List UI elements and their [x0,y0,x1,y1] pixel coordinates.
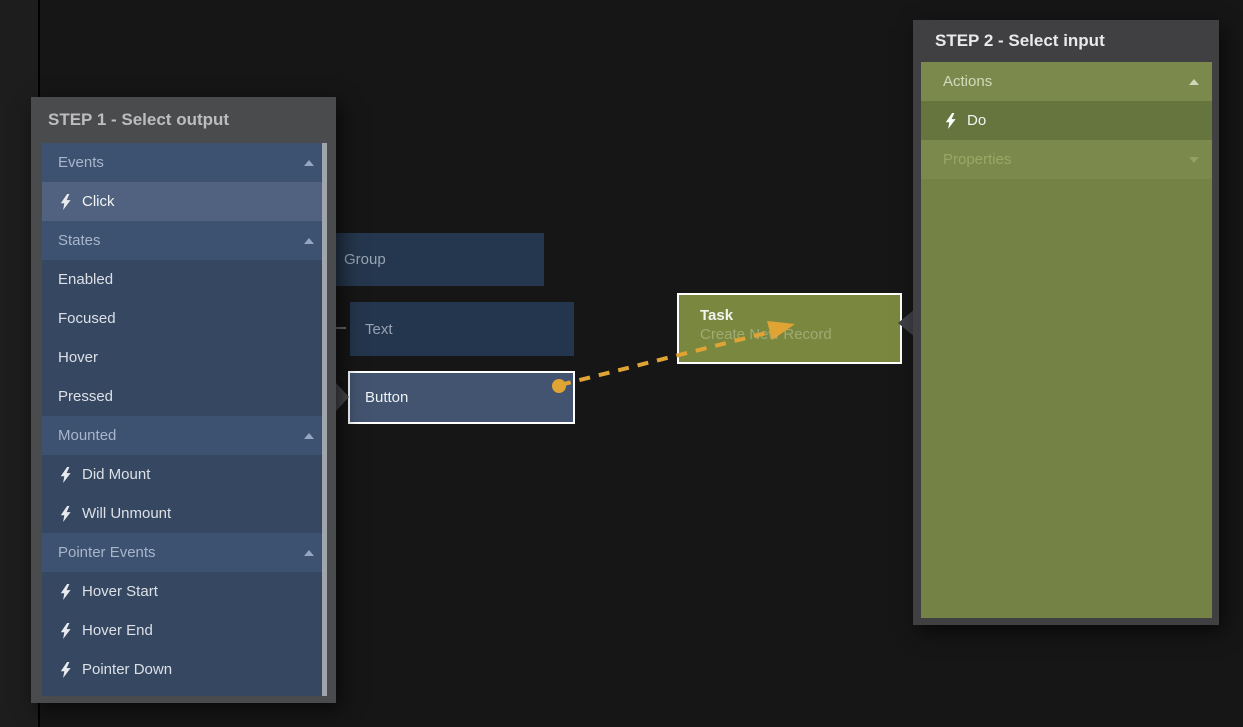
row-label: Events [58,154,104,171]
lightning-bolt-icon [60,193,71,210]
row-label: Enabled [58,271,114,288]
row-label: Hover [58,349,99,366]
row-label: Pointer Down [82,661,173,678]
lightning-bolt-icon [60,466,71,483]
row-states[interactable]: States [42,221,327,260]
row-label: Hover End [82,622,153,639]
row-focused[interactable]: Focused [42,299,327,338]
row-label: Actions [943,73,993,90]
row-actions[interactable]: Actions [921,62,1212,101]
row-label: Mounted [58,427,117,444]
node-label: Group [344,251,386,268]
lightning-bolt-icon [60,622,71,639]
row-label: Will Unmount [82,505,172,522]
node-group[interactable]: Group [320,233,544,286]
row-label: Focused [58,310,116,327]
chevron-up-icon [304,237,314,244]
chevron-up-icon [304,159,314,166]
row-label: States [58,232,101,249]
row-events[interactable]: Events [42,143,327,182]
row-enabled[interactable]: Enabled [42,260,327,299]
row-pressed[interactable]: Pressed [42,377,327,416]
row-label: Click [82,193,115,210]
row-will-unmount[interactable]: Will Unmount [42,494,327,533]
node-text[interactable]: Text [350,302,574,356]
node-title: Task [700,307,734,324]
row-did-mount[interactable]: Did Mount [42,455,327,494]
chevron-up-icon [1189,78,1199,85]
hierarchy-connector-line [336,327,346,329]
row-label: Hover Start [82,583,158,600]
node-button[interactable]: Button [348,371,575,424]
row-label: Pressed [58,388,114,405]
chevron-up-icon [304,549,314,556]
row-label: Properties [943,151,1012,168]
row-do[interactable]: Do [921,101,1212,140]
row-label: Pointer Events [58,544,156,561]
chevron-down-icon [1189,156,1199,163]
node-label: Text [365,320,393,338]
step2-panel-title: STEP 2 - Select input [935,31,1105,50]
row-pointer-events[interactable]: Pointer Events [42,533,327,572]
chevron-up-icon [304,432,314,439]
step2-panel-anchor-arrow-icon [898,308,916,338]
row-properties[interactable]: Properties [921,140,1212,179]
lightning-bolt-icon [945,112,956,129]
step1-panel-anchor-arrow-icon [336,383,349,411]
row-label: Do [967,112,987,129]
row-hover-start[interactable]: Hover Start [42,572,327,611]
step1-scrollbar[interactable] [322,143,327,696]
row-mounted[interactable]: Mounted [42,416,327,455]
row-hover-end[interactable]: Hover End [42,611,327,650]
lightning-bolt-icon [60,583,71,600]
node-task[interactable]: Task Create New Record [677,293,902,364]
lightning-bolt-icon [60,505,71,522]
node-subtitle: Create New Record [700,326,832,343]
row-label: Did Mount [82,466,151,483]
row-pointer-down[interactable]: Pointer Down [42,650,327,689]
node-label: Button [365,389,409,406]
row-click[interactable]: Click [42,182,327,221]
lightning-bolt-icon [60,661,71,678]
row-hover[interactable]: Hover [42,338,327,377]
step1-panel-title: STEP 1 - Select output [48,110,230,129]
